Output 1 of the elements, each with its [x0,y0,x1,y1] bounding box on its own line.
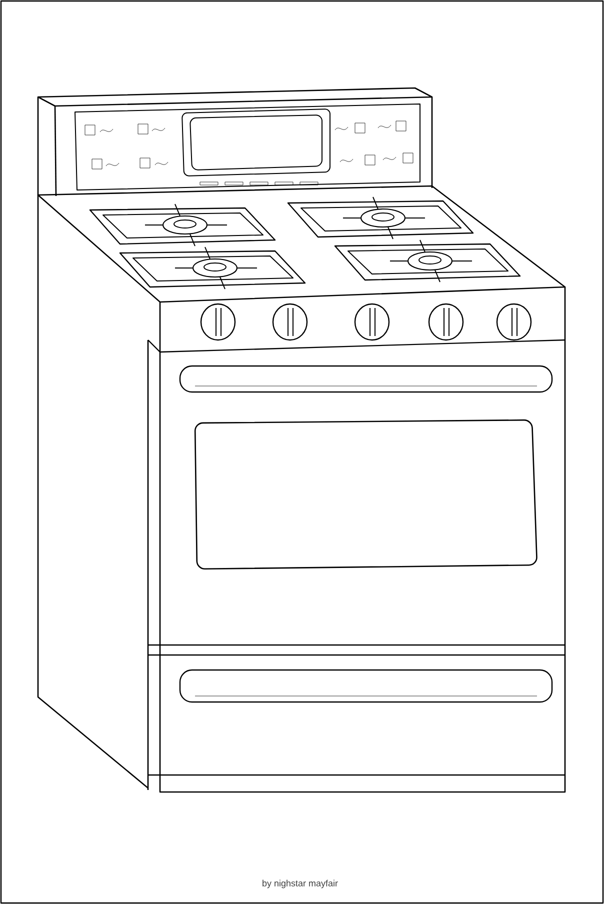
credit-text: by nighstar mayfair [262,880,338,888]
